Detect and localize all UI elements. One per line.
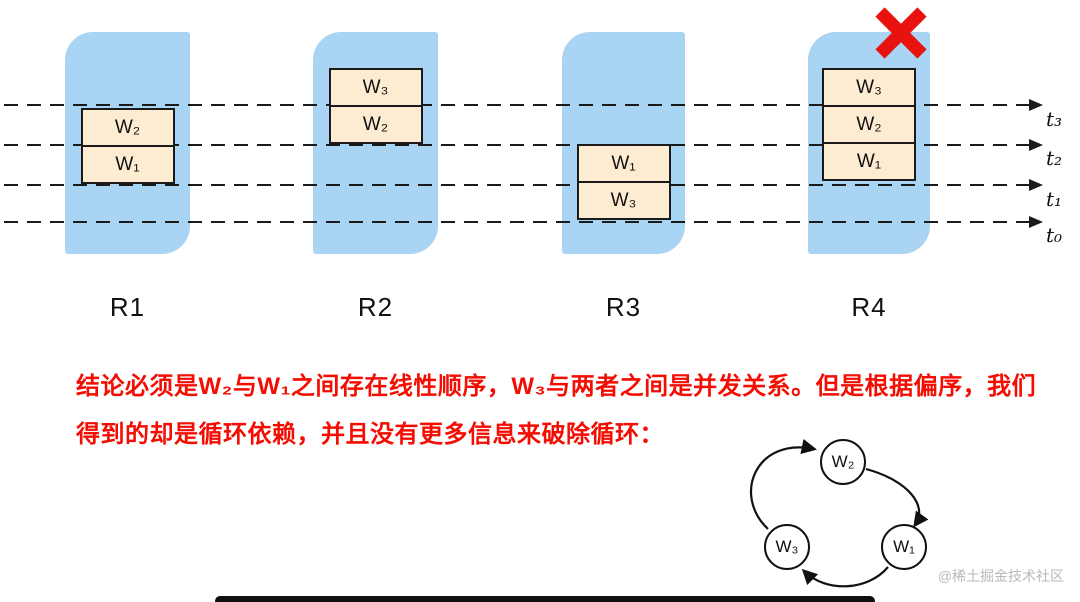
write-box: W₁ — [80, 145, 175, 184]
replica-label-r3: R3 — [605, 292, 642, 322]
watermark: @稀土掘金技术社区 — [937, 568, 1064, 584]
write-box: W₃ — [328, 68, 423, 107]
write-box: W₃ — [822, 68, 916, 107]
timeline-line-t3 — [4, 99, 1043, 111]
cycle-node-w1: W₁ — [881, 524, 927, 570]
caption-line-1: 结论必须是W₂与W₁之间存在线性顺序，W₃与两者之间是并发关系。但是根据偏序，我… — [76, 373, 1037, 400]
cycle-diagram: W₂ W₃ W₁ — [730, 423, 970, 595]
caption-line-2: 得到的却是循环依赖，并且没有更多信息来破除循环： — [76, 421, 664, 448]
replica-r1: W₂ W₁ — [65, 32, 190, 254]
timeline-line-t2 — [4, 139, 1043, 151]
arrow-right-icon — [1029, 99, 1043, 111]
arrow-right-icon — [1029, 216, 1043, 228]
write-box: W₂ — [822, 105, 916, 144]
reject-x-icon — [872, 4, 930, 62]
write-box: W₂ — [328, 105, 423, 144]
write-box: W₁ — [576, 144, 671, 183]
timeline-line-t0 — [4, 216, 1043, 228]
cycle-arrows — [750, 438, 929, 588]
write-box: W₁ — [822, 142, 916, 181]
video-progress-bar[interactable] — [215, 596, 875, 602]
replica-label-r4: R4 — [851, 292, 887, 322]
replica-r4: W₃ W₂ W₁ — [808, 32, 930, 254]
cycle-node-w3: W₃ — [764, 524, 810, 570]
write-box: W₂ — [80, 108, 175, 147]
timeline-label-t0: t₀ — [1046, 223, 1063, 247]
write-box: W₃ — [576, 181, 671, 220]
arrow-right-icon — [1029, 179, 1043, 191]
timeline-label-t2: t₂ — [1046, 146, 1063, 170]
replica-r2: W₃ W₂ — [313, 32, 438, 254]
timeline-label-t3: t₃ — [1046, 107, 1063, 131]
replica-r3: W₁ W₃ — [562, 32, 685, 254]
arrow-right-icon — [1029, 139, 1043, 151]
cycle-node-w2: W₂ — [820, 439, 866, 485]
timeline-line-t1 — [4, 179, 1043, 191]
replica-label-r2: R2 — [357, 292, 394, 322]
replica-label-r1: R1 — [109, 292, 146, 322]
timeline-label-t1: t₁ — [1046, 187, 1063, 211]
